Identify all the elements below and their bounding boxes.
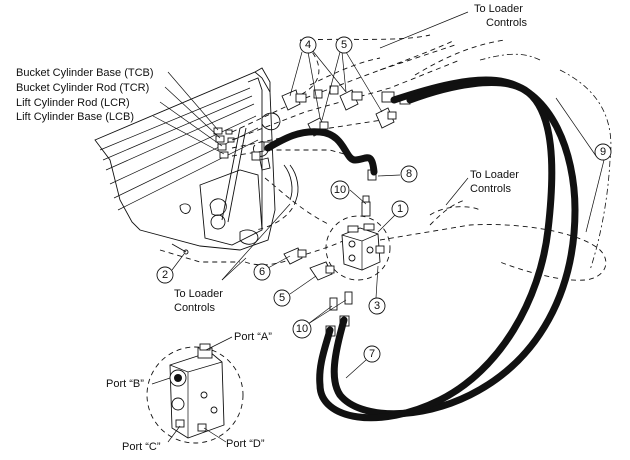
callout-10-bottom: 10 [292,319,312,339]
callout-10-bottom-text: 10 [296,323,308,335]
label-to-loader-controls-bottom-1: To Loader [174,288,223,300]
callout-5-bottom-text: 5 [279,292,285,304]
callout-10-top: 10 [330,180,350,200]
label-to-loader-controls-top-2: Controls [486,17,527,29]
loader-frame [94,67,299,255]
label-port-c: Port “C” [122,441,161,453]
callout-8-text: 8 [406,168,412,180]
callout-5-top-text: 5 [341,39,347,51]
label-to-loader-controls-right-1: To Loader [470,169,519,181]
hose-7 [316,76,579,422]
callout-9-text: 9 [600,146,606,158]
label-to-loader-controls-right-2: Controls [470,183,511,195]
label-bucket-cylinder-base: Bucket Cylinder Base (TCB) [16,67,154,79]
callout-1-text: 1 [397,203,403,215]
callout-5-bottom: 5 [273,289,291,307]
callout-4: 4 [299,36,317,54]
label-port-d: Port “D” [226,438,265,450]
label-to-loader-controls-top-1: To Loader [474,3,523,15]
label-lift-cylinder-base: Lift Cylinder Base (LCB) [16,111,134,123]
callout-4-text: 4 [305,39,311,51]
label-port-b: Port “B” [106,378,144,390]
label-bucket-cylinder-rod: Bucket Cylinder Rod (TCR) [16,82,149,94]
callout-7-text: 7 [369,348,375,360]
callout-7: 7 [363,345,381,363]
callout-8: 8 [400,165,418,183]
callout-3: 3 [368,297,386,315]
callout-2: 2 [156,266,174,284]
label-lift-cylinder-rod: Lift Cylinder Rod (LCR) [16,97,130,109]
label-to-loader-controls-bottom-2: Controls [174,302,215,314]
callout-9: 9 [594,143,612,161]
hose-8 [264,128,378,176]
callout-3-text: 3 [374,300,380,312]
leader-lines [151,11,605,443]
valve-detail-inset [146,343,244,444]
label-port-a: Port “A” [234,331,272,343]
callout-10-top-text: 10 [334,184,346,196]
callout-6-text: 6 [259,266,265,278]
callout-6: 6 [253,263,271,281]
callout-5-top: 5 [335,36,353,54]
callout-2-text: 2 [162,269,168,281]
diverter-valve [325,215,391,281]
callout-1: 1 [391,200,409,218]
